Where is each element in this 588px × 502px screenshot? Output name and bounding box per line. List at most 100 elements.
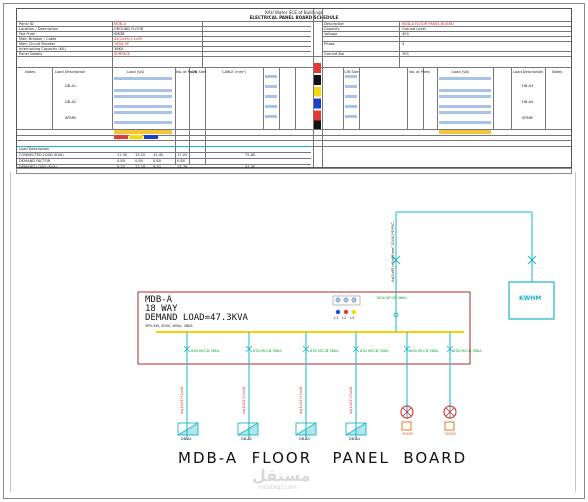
- label-capacity: Interrupting Capacity (KA): [19, 47, 66, 51]
- summary-df-4: 0.80: [177, 159, 186, 163]
- summary-total-connected: 75.80: [245, 153, 256, 157]
- summary-df-1: 0.80: [117, 159, 126, 163]
- header-cable-left: CABLE (mm²): [222, 70, 247, 74]
- circuit-left-2: DB-A2: [65, 100, 77, 104]
- feeder-2-cable: 4x(1x25)+1x16: [242, 386, 246, 414]
- summary-df-3: 0.80: [153, 159, 162, 163]
- summary-label-demand: DEMAND LOAD (KVA): [19, 165, 58, 169]
- feeder-6-breaker: 63A MCCB 36KA: [453, 349, 482, 353]
- db-a2-symbol: [237, 422, 259, 436]
- single-line-diagram: [10, 172, 576, 492]
- summary-connected-1: 11.50: [117, 153, 128, 157]
- header-poles-left: No. of Poles: [176, 70, 198, 74]
- value-phase: 3: [402, 42, 405, 46]
- panel-ways: 18 WAY: [145, 304, 178, 314]
- value-description: MDB-A FLOOR PANEL BOARD: [402, 22, 454, 26]
- header-load-desc-left: Load Description: [55, 70, 86, 74]
- feeder-3-breaker: 63A MCCB 36KA: [310, 349, 339, 353]
- panel-spec: 3PH-4W, 400V, 60Hz, 36KA: [145, 324, 193, 328]
- circuit-right-1: DB-A3: [522, 84, 534, 88]
- panel-demand: DEMAND LOAD=47.3KVA: [145, 313, 248, 323]
- spare-1-symbol: [400, 405, 414, 419]
- value-main-cb: 160A 4P: [114, 42, 129, 46]
- feeder-4-breaker: 63A MCCB 36KA: [360, 349, 389, 353]
- summary-connected-2: 15.20: [135, 153, 146, 157]
- phase-l2: L2: [342, 316, 347, 320]
- circuit-right-3: SPARE: [522, 116, 534, 120]
- feeder-1-target: DB-A1: [181, 437, 192, 441]
- label-voltage: Voltage: [324, 32, 338, 36]
- feeder-1-breaker: 63A MCCB 36KA: [191, 349, 220, 353]
- label-ground: Ground Bar: [324, 52, 345, 56]
- kwh-meter-box: [508, 281, 555, 320]
- spare-2-symbol: [443, 405, 457, 419]
- summary-label-connected: CONNECTED LOAD (KVA): [19, 153, 64, 157]
- summary-demand-2: 12.16: [135, 165, 146, 169]
- label-description: Description: [324, 22, 345, 26]
- label-panel-id: Panel ID: [19, 22, 34, 26]
- feeder-3-cable: 4x(1x25)+1x16: [299, 386, 303, 414]
- db-a4-symbol: [345, 422, 367, 436]
- phase-color-strip: [314, 63, 321, 129]
- summary-total-demand: 47.30: [245, 165, 256, 169]
- header-notes-left: Notes: [25, 70, 36, 74]
- circuit-right-2: DB-A4: [522, 100, 534, 104]
- value-panel-id: MDB-A: [114, 22, 127, 26]
- label-main-cb: Main Circuit Breaker: [19, 42, 56, 46]
- value-capacity: 36KA: [114, 47, 124, 51]
- feeder-6-target: SPARE: [445, 432, 457, 436]
- value-details: SURFACE: [114, 52, 131, 56]
- feeder-2-target: DB-A2: [241, 437, 252, 441]
- watermark-url: mostaql.com: [258, 484, 297, 491]
- summary-label-desc: Load Description: [19, 147, 50, 151]
- header-cb-left: C/B Size: [191, 70, 206, 74]
- value-voltage: 400: [402, 32, 409, 36]
- panel-schedule-table: KAU Water SCE of Buildings ELECTRICAL PA…: [16, 8, 572, 169]
- panel-name: MDB-A: [145, 295, 173, 305]
- label-details: Panel Details: [19, 52, 43, 56]
- header-load-va-left: Load (VA): [127, 70, 145, 74]
- feeder-3-target: DB-A3: [299, 437, 310, 441]
- header-load-desc-right: Load Description: [513, 70, 544, 74]
- summary-connected-3: 12.40: [153, 153, 164, 157]
- panel-box: [137, 291, 471, 365]
- header-poles-right: No. of Poles: [409, 70, 431, 74]
- header-load-va-right: Load (VA): [452, 70, 470, 74]
- header-cb-right: C/B Size: [344, 70, 359, 74]
- value-fed-from: SMDB: [114, 32, 125, 36]
- circuit-left-1: DB-A1: [65, 84, 77, 88]
- sheet-reference-strip: [16, 168, 572, 174]
- feeder-2-breaker: 63A MCCB 36KA: [253, 349, 282, 353]
- summary-connected-4: 17.20: [177, 153, 188, 157]
- label-phase: Phase: [324, 42, 335, 46]
- feeder-4-cable: 4x(1x25)+1x16: [349, 386, 353, 414]
- header-notes-right: Notes: [552, 70, 563, 74]
- feeder-4-target: DB-A4: [349, 437, 360, 441]
- schedule-subtitle: ELECTRICAL PANEL BOARD SCHEDULE: [249, 15, 339, 20]
- value-ground: YES: [402, 52, 409, 56]
- summary-demand-4: 13.76: [177, 165, 188, 169]
- label-fed-from: Fed From: [19, 32, 36, 36]
- db-a3-symbol: [295, 422, 317, 436]
- main-breaker-label: 160A MCCB 36KA: [376, 296, 407, 300]
- drawing-title: MDB-A FLOOR PANEL BOARD: [178, 449, 468, 467]
- phase-l3: L3: [350, 316, 355, 320]
- label-main-breaker: Main Breaker / Cable: [19, 37, 57, 41]
- incomer-cable-label: 4x(1x95)+1x95mm² CU/XLPE/PVC: [391, 222, 395, 282]
- summary-demand-3: 9.92: [153, 165, 162, 169]
- kwhm-label: KWHM: [519, 295, 542, 302]
- summary-demand-1: 9.20: [117, 165, 126, 169]
- value-main-breaker: 4x(1x95)+1x95: [114, 37, 143, 41]
- feeder-drops: [186, 332, 451, 440]
- feeder-5-target: SPARE: [402, 432, 414, 436]
- value-capacity-r: Ground Level: [402, 27, 426, 31]
- summary-label-df: DEMAND FACTOR: [19, 159, 51, 163]
- label-location: Location / Description: [19, 27, 59, 31]
- drawing-frame: [3, 3, 585, 499]
- feeder-5-breaker: 63A MCCB 36KA: [410, 349, 439, 353]
- summary-df-2: 0.80: [135, 159, 144, 163]
- watermark-logo: مستقل: [252, 466, 311, 485]
- circuit-left-3: SPARE: [65, 116, 77, 120]
- schedule-title: KAU Water SCE of Buildings: [265, 10, 323, 15]
- label-capacity-r: Capacity: [324, 27, 340, 31]
